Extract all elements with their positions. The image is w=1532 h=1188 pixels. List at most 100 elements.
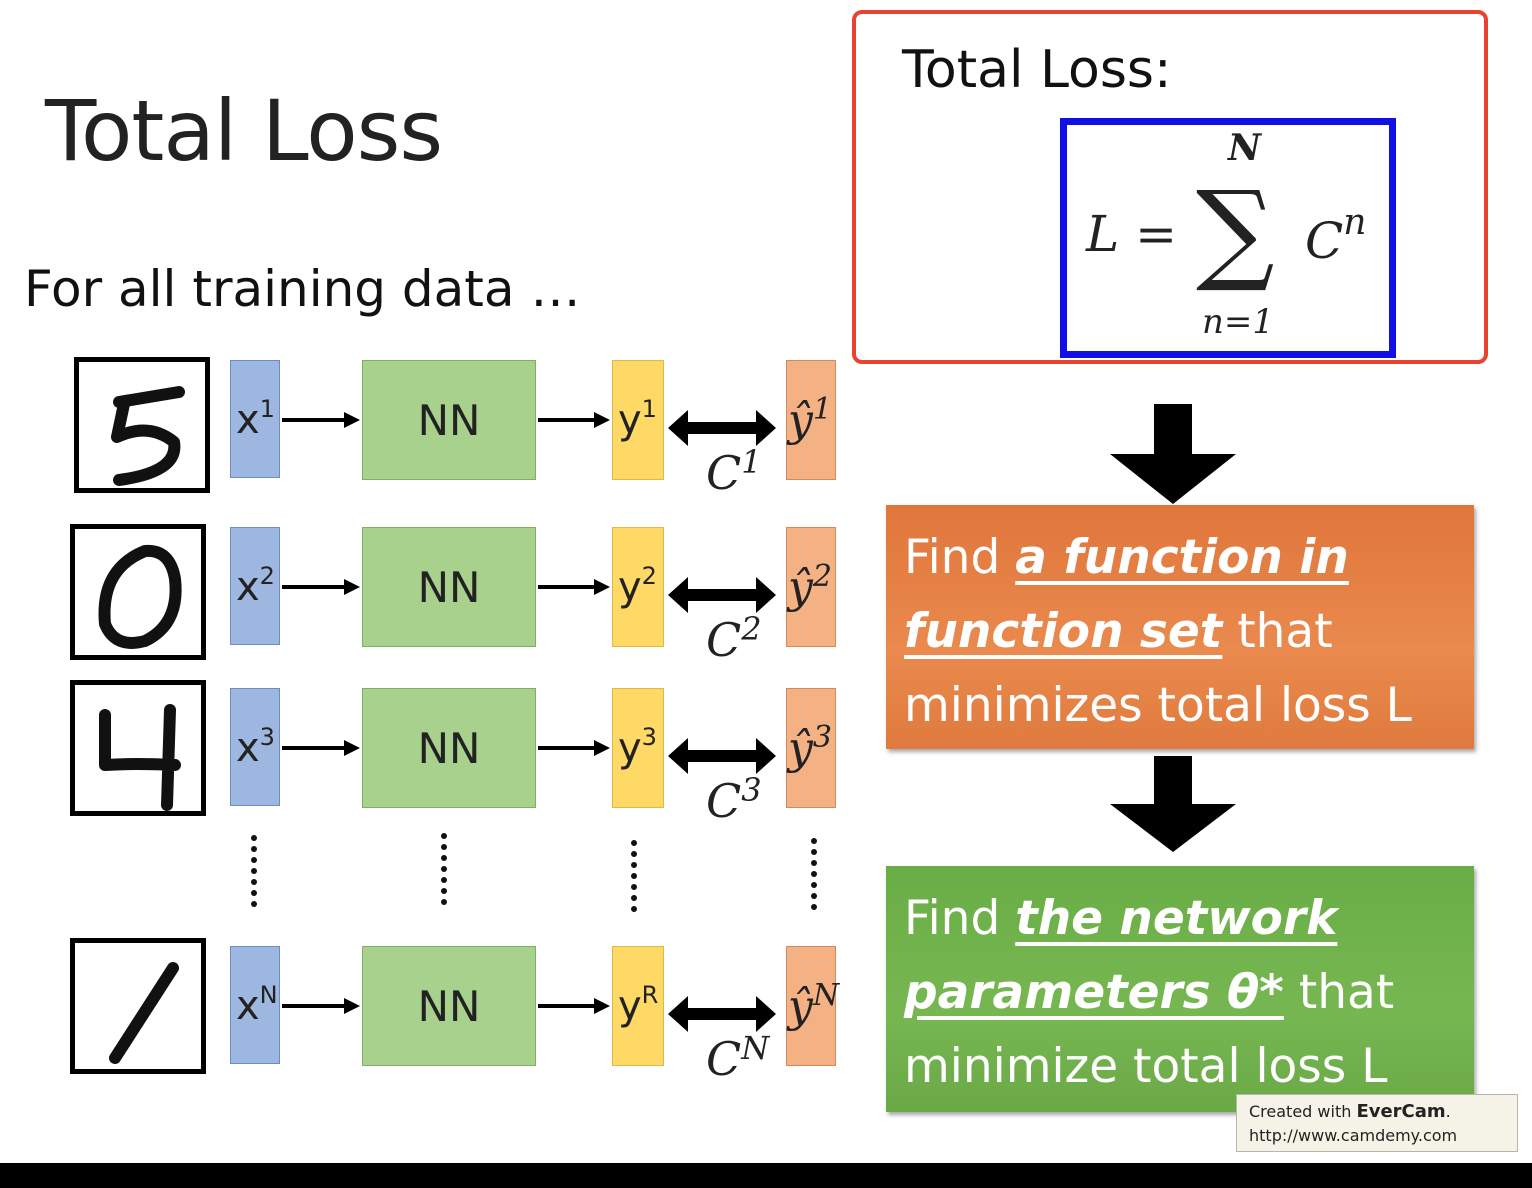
step2-emphasis: the network parameters θ* xyxy=(904,891,1338,1020)
neural-network-box: NN xyxy=(362,688,536,808)
player-bar xyxy=(0,1163,1532,1188)
cost-label-base: C xyxy=(706,1032,742,1086)
arrow-down-icon xyxy=(1110,756,1236,852)
neural-network-box: NN xyxy=(362,360,536,480)
input-label: x3 xyxy=(236,723,275,771)
input-label-sup: N xyxy=(259,981,278,1009)
watermark-brand: EverCam xyxy=(1356,1101,1446,1122)
neural-network-box: NN xyxy=(362,527,536,647)
input-label-base: x xyxy=(236,983,260,1029)
slide-title: Total Loss xyxy=(45,82,443,180)
input-label-sup: 1 xyxy=(259,395,275,423)
cost-label: CN xyxy=(706,1029,770,1086)
arrow-right-icon xyxy=(282,412,360,428)
output-label-sup: 2 xyxy=(641,562,657,590)
target-label: ŷ1 xyxy=(788,392,832,446)
target-box xyxy=(786,360,836,480)
watermark-url: http://www.camdemy.com xyxy=(1249,1126,1458,1145)
cost-label-base: C xyxy=(706,446,742,500)
target-label: ŷN xyxy=(788,978,840,1032)
output-label-base: y xyxy=(618,725,642,771)
step2-suffix: that minimize total loss L xyxy=(904,965,1395,1094)
target-box xyxy=(786,946,836,1066)
handwritten-digit-0 xyxy=(98,544,182,649)
watermark-suffix: . xyxy=(1445,1102,1451,1121)
output-label-base: y xyxy=(618,983,642,1029)
handwritten-digit-4 xyxy=(99,704,181,811)
vertical-ellipsis-icon xyxy=(251,835,257,912)
step2-prefix: Find xyxy=(904,891,1016,946)
output-label: y2 xyxy=(618,562,657,610)
output-label-sup: R xyxy=(641,981,659,1009)
digit-image-1 xyxy=(70,938,206,1074)
arrow-right-icon xyxy=(282,740,360,756)
formula-lhs: L = xyxy=(1086,205,1177,263)
input-label-base: x xyxy=(236,564,260,610)
watermark-prefix: Created with xyxy=(1249,1102,1357,1121)
step-find-function: Find a function in function set that min… xyxy=(886,505,1474,749)
sum-lower-limit: n=1 xyxy=(1202,302,1275,342)
double-arrow-icon xyxy=(668,410,776,446)
arrow-right-icon xyxy=(538,740,610,756)
input-label-sup: 2 xyxy=(259,562,275,590)
arrow-right-icon xyxy=(282,579,360,595)
output-label: yR xyxy=(618,981,659,1029)
arrow-right-icon xyxy=(538,579,610,595)
formula-term: Cn xyxy=(1305,202,1366,270)
sum-symbol: ∑ xyxy=(1196,167,1275,295)
arrow-down-icon xyxy=(1110,404,1236,504)
target-label-sup: 1 xyxy=(812,392,832,427)
cost-label-base: C xyxy=(706,774,742,828)
output-label-sup: 3 xyxy=(641,723,657,751)
target-label-base: ŷ xyxy=(788,395,813,446)
arrow-right-icon xyxy=(538,998,610,1014)
target-label-base: ŷ xyxy=(788,562,813,613)
cost-label-sup: 3 xyxy=(741,771,762,809)
cost-label: C1 xyxy=(706,443,762,500)
output-label: y3 xyxy=(618,723,657,771)
double-arrow-icon xyxy=(668,996,776,1032)
cost-label: C2 xyxy=(706,610,762,667)
output-box xyxy=(612,688,664,808)
term-superscript: n xyxy=(1343,202,1367,243)
input-vector-box xyxy=(230,946,280,1064)
arrow-right-icon xyxy=(282,998,360,1014)
step-find-parameters: Find the network parameters θ* that mini… xyxy=(886,866,1474,1112)
cost-label-sup: N xyxy=(741,1029,770,1067)
vertical-ellipsis-icon xyxy=(441,833,447,910)
input-label-sup: 3 xyxy=(259,723,275,751)
handwritten-digit-1 xyxy=(109,962,179,1064)
target-label: ŷ3 xyxy=(788,720,832,774)
sum-upper-limit: N xyxy=(1228,127,1261,169)
cost-label-sup: 2 xyxy=(741,610,762,648)
output-box xyxy=(612,946,664,1066)
output-label-base: y xyxy=(618,564,642,610)
target-label-sup: N xyxy=(812,978,840,1013)
output-label-sup: 1 xyxy=(641,395,657,423)
output-box xyxy=(612,360,664,480)
target-box xyxy=(786,688,836,808)
target-label-sup: 2 xyxy=(812,559,832,594)
step1-suffix: that minimizes total loss L xyxy=(904,604,1412,733)
target-label: ŷ2 xyxy=(788,559,832,613)
double-arrow-icon xyxy=(668,738,776,774)
input-vector-box xyxy=(230,688,280,806)
cost-label-base: C xyxy=(706,613,742,667)
neural-network-box: NN xyxy=(362,946,536,1066)
input-label: x1 xyxy=(236,395,275,443)
double-arrow-icon xyxy=(668,577,776,613)
digit-image-0 xyxy=(70,524,206,660)
target-box xyxy=(786,527,836,647)
handwritten-digit-5 xyxy=(111,386,185,486)
cost-label-sup: 1 xyxy=(741,443,762,481)
arrow-right-icon xyxy=(538,412,610,428)
step1-prefix: Find xyxy=(904,530,1016,585)
output-box xyxy=(612,527,664,647)
vertical-ellipsis-icon xyxy=(811,838,817,915)
slide-subtitle: For all training data … xyxy=(24,260,581,318)
target-label-base: ŷ xyxy=(788,723,813,774)
output-label: y1 xyxy=(618,395,657,443)
formula-box xyxy=(1060,118,1396,358)
target-label-sup: 3 xyxy=(812,720,832,755)
input-vector-box xyxy=(230,527,280,645)
